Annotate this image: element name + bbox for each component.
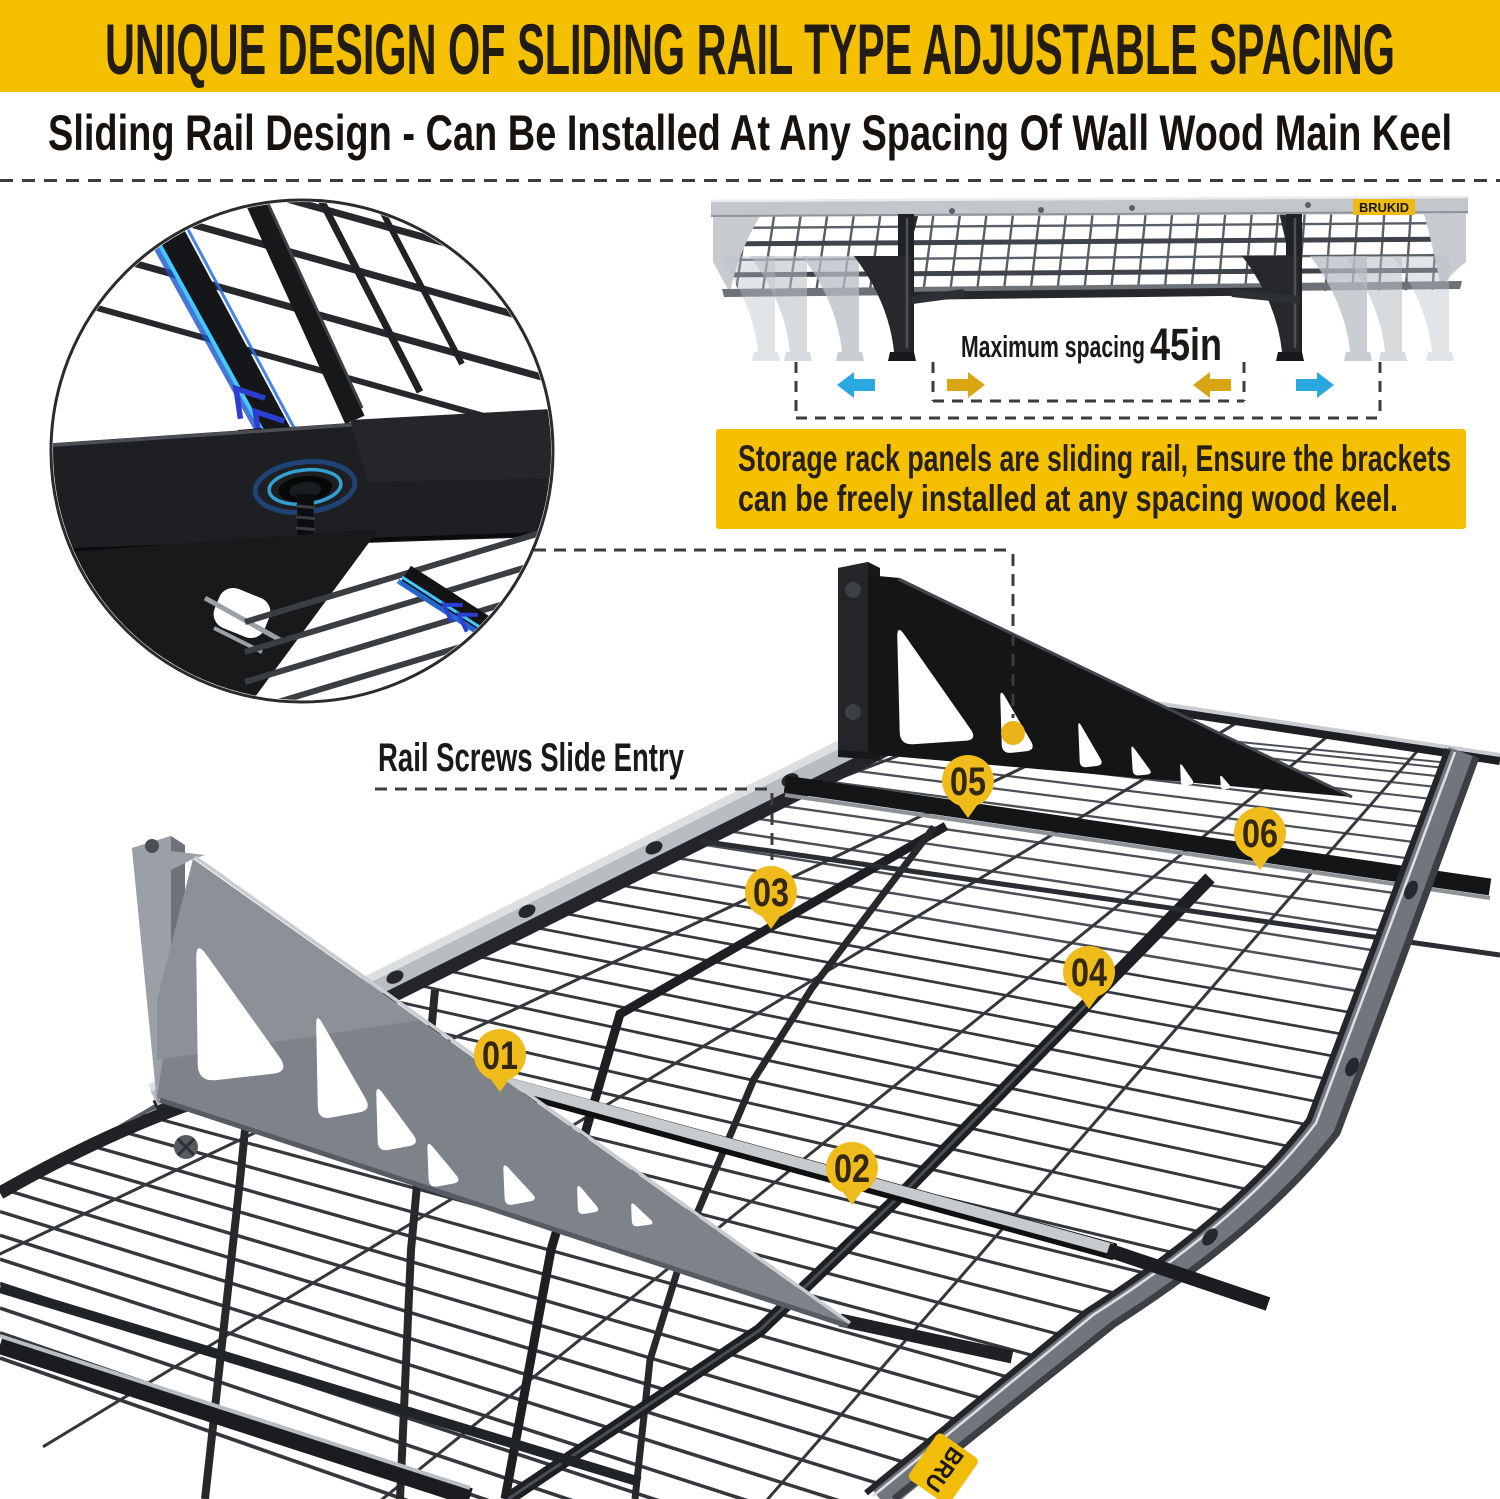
svg-text:Sliding Rail Design - Can Be I: Sliding Rail Design - Can Be Installed A… — [48, 105, 1452, 161]
svg-text:06: 06 — [1242, 812, 1278, 856]
svg-text:04: 04 — [1071, 951, 1108, 995]
svg-text:Rail Screws Slide Entry: Rail Screws Slide Entry — [378, 736, 685, 780]
svg-text:Storage rack panels are slidin: Storage rack panels are sliding rail, En… — [738, 438, 1451, 479]
svg-text:03: 03 — [753, 871, 789, 915]
svg-text:BRUKID: BRUKID — [1359, 200, 1409, 215]
svg-text:05: 05 — [950, 760, 986, 804]
svg-text:01: 01 — [482, 1034, 518, 1078]
svg-text:Maximum spacing: Maximum spacing — [961, 329, 1145, 364]
svg-text:UNIQUE DESIGN OF SLIDING RAIL: UNIQUE DESIGN OF SLIDING RAIL TYPE ADJUS… — [105, 11, 1395, 90]
svg-text:can be freely installed at any: can be freely installed at any spacing w… — [738, 478, 1398, 519]
svg-text:02: 02 — [834, 1147, 870, 1191]
svg-text:45in: 45in — [1150, 319, 1222, 370]
